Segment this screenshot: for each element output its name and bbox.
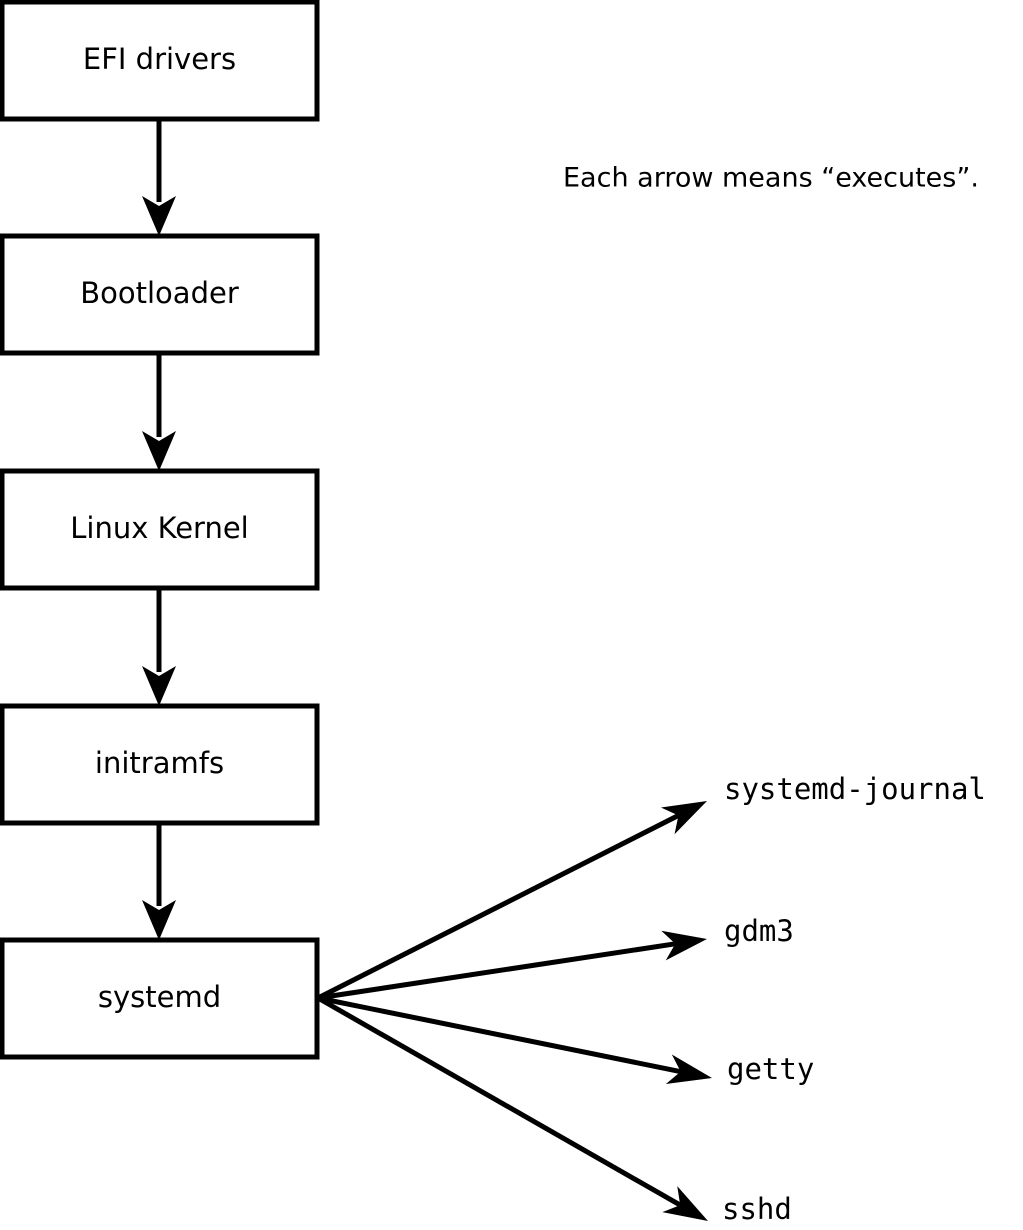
process-box-rect — [0, 703, 320, 826]
process-box-rect — [0, 468, 320, 591]
legend-text: Each arrow means “executes”. — [563, 163, 979, 194]
fanout-arrowhead — [665, 1054, 712, 1084]
process-box-rect — [0, 233, 320, 356]
service-label-sshd[interactable]: sshd — [722, 1192, 792, 1226]
process-box-linux-kernel[interactable]: Linux Kernel — [0, 468, 320, 591]
service-label-getty[interactable]: getty — [727, 1052, 814, 1086]
fanout-arrowhead — [660, 801, 707, 835]
fanout-labels: systemd-journal gdm3 getty sshd — [722, 772, 986, 1226]
fanout-arrow-line — [317, 940, 680, 1001]
service-label-systemd-journal[interactable]: systemd-journal — [724, 772, 986, 806]
connector-bootloader-to-linux-kernel — [142, 353, 176, 471]
process-box-systemd[interactable]: systemd — [0, 937, 320, 1060]
process-box-label: EFI drivers — [83, 42, 236, 76]
chain-connectors — [142, 119, 176, 940]
connector-initramfs-to-systemd — [142, 823, 176, 940]
fanout-arrow-systemd-journal — [316, 801, 707, 1001]
connector-arrowhead — [142, 666, 176, 706]
fanout-arrow-line — [316, 811, 684, 1001]
connector-arrowhead — [142, 431, 176, 471]
service-label-gdm3[interactable]: gdm3 — [724, 914, 794, 948]
process-box-bootloader[interactable]: Bootloader — [0, 233, 320, 356]
fanout-arrowhead — [662, 1186, 708, 1221]
fanout-arrow-getty — [317, 995, 712, 1084]
fanout-arrow-line — [317, 995, 686, 1075]
process-box-efi-drivers[interactable]: EFI drivers — [0, 0, 320, 122]
fanout-arrow-gdm3 — [317, 930, 707, 1001]
process-box-initramfs[interactable]: initramfs — [0, 703, 320, 826]
process-box-rect — [0, 0, 320, 122]
connector-linux-kernel-to-initramfs — [142, 588, 176, 706]
connector-efi-drivers-to-bootloader — [142, 119, 176, 236]
process-box-label: initramfs — [95, 746, 224, 780]
process-box-rect — [0, 937, 320, 1060]
connector-arrowhead — [142, 196, 176, 236]
fanout-arrow-sshd — [316, 995, 708, 1221]
fanout-arrow-line — [316, 995, 685, 1210]
process-box-label: Bootloader — [80, 276, 239, 310]
process-box-label: systemd — [98, 980, 221, 1014]
process-box-label: Linux Kernel — [70, 511, 248, 545]
fanout-arrows — [316, 801, 712, 1221]
connector-arrowhead — [142, 900, 176, 940]
fanout-arrowhead — [661, 930, 707, 961]
